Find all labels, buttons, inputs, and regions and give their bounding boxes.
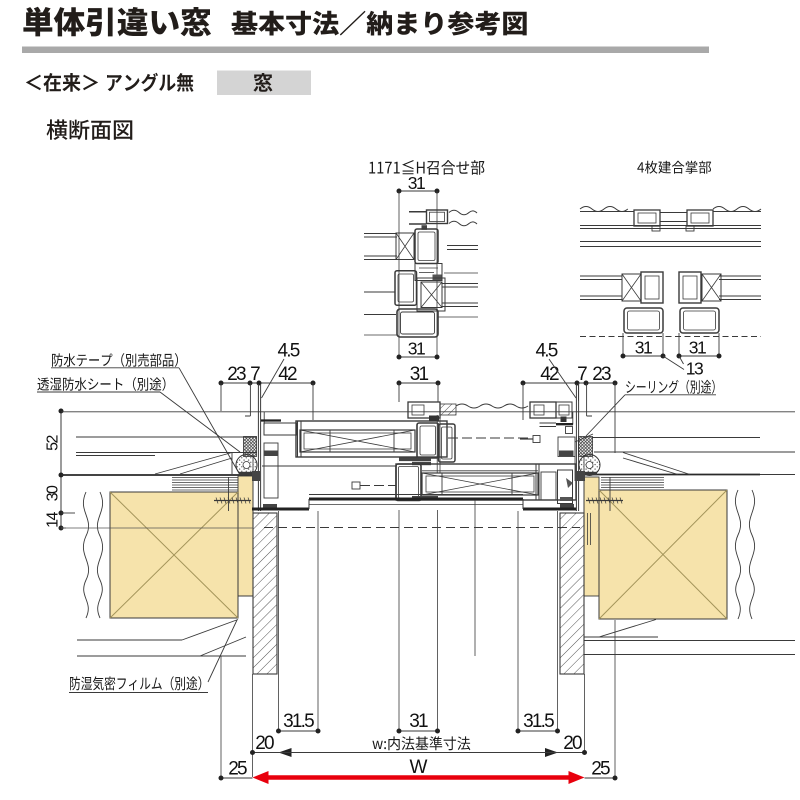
svg-text:23: 23 (227, 364, 246, 385)
svg-text:4.5: 4.5 (277, 341, 299, 362)
svg-text:20: 20 (255, 733, 274, 754)
svg-text:42: 42 (278, 364, 297, 385)
svg-text:31: 31 (410, 364, 429, 385)
svg-text:52: 52 (45, 435, 62, 451)
svg-text:W: W (410, 757, 428, 778)
svg-text:31: 31 (408, 339, 425, 359)
svg-text:7: 7 (250, 364, 260, 385)
svg-text:13: 13 (686, 359, 703, 379)
svg-text:14: 14 (45, 512, 62, 528)
svg-text:20: 20 (563, 733, 582, 754)
svg-text:23: 23 (592, 364, 611, 385)
svg-text:4.5: 4.5 (535, 341, 557, 362)
svg-text:31: 31 (689, 338, 706, 358)
svg-text:31: 31 (408, 173, 425, 193)
svg-text:25: 25 (591, 759, 610, 780)
svg-text:31.5: 31.5 (523, 711, 554, 732)
svg-text:31.5: 31.5 (283, 711, 314, 732)
svg-text:25: 25 (228, 759, 247, 780)
svg-text:30: 30 (45, 485, 62, 501)
svg-text:31: 31 (409, 711, 428, 732)
svg-text:31: 31 (635, 338, 652, 358)
svg-text:7: 7 (577, 364, 587, 385)
svg-text:42: 42 (540, 364, 559, 385)
